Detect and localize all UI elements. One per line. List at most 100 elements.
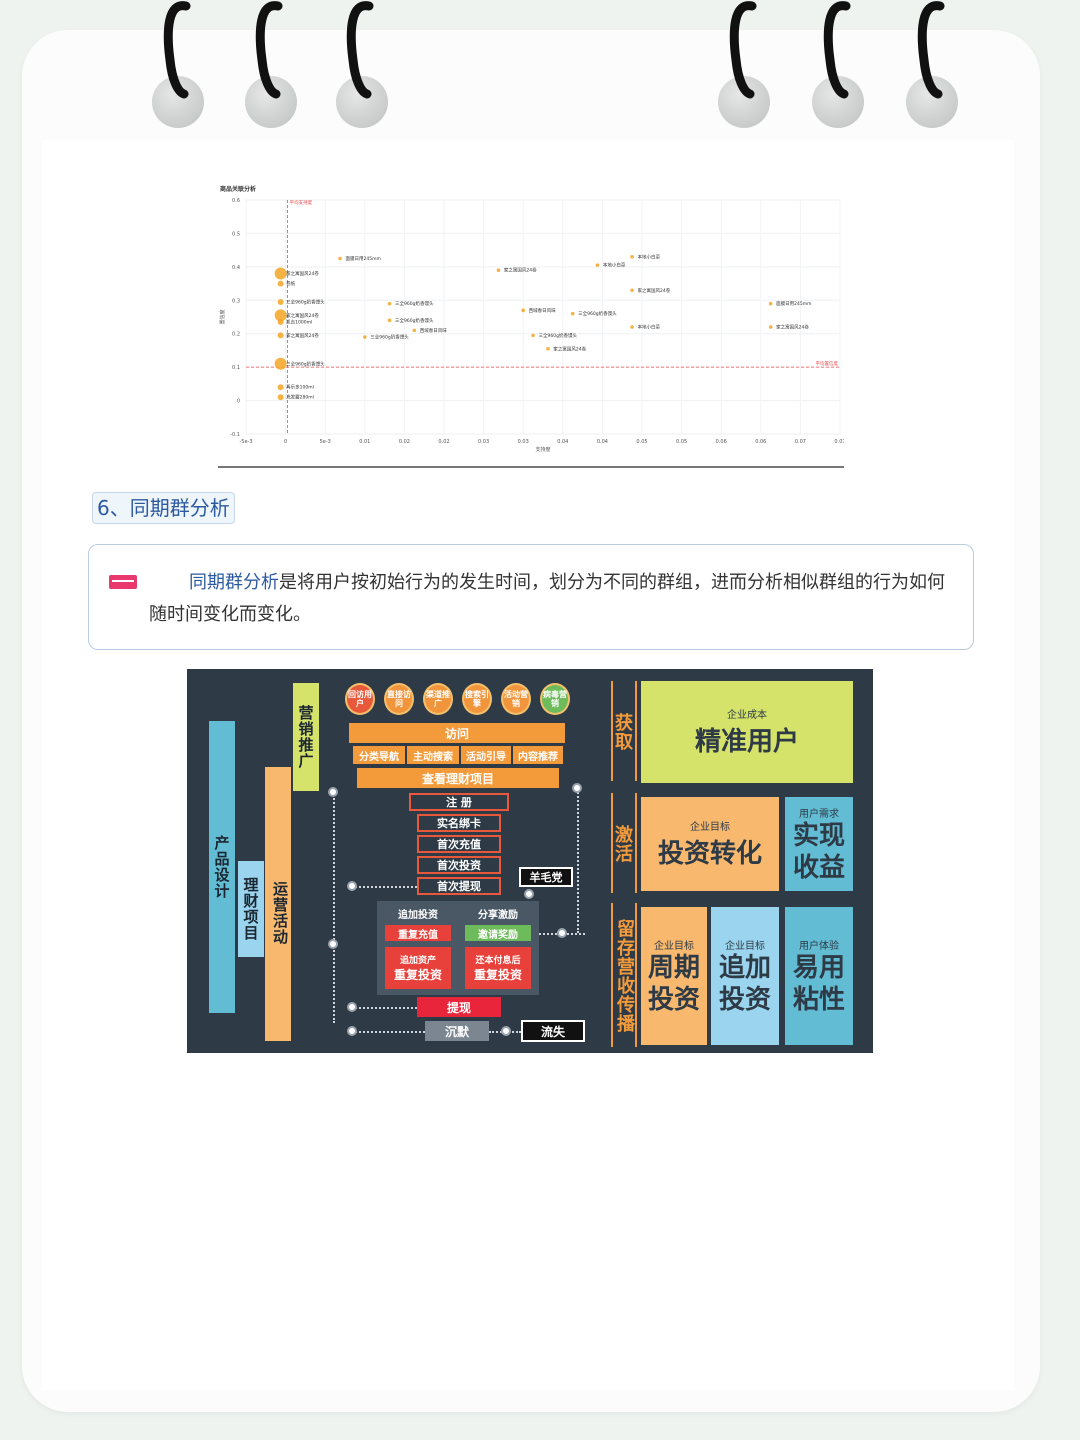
x-tick-label: 0.04 xyxy=(557,439,568,445)
x-tick-label: 0.06 xyxy=(755,439,766,445)
connector-node xyxy=(347,1026,357,1036)
data-label: 本地小白菜 xyxy=(603,262,626,269)
card-sticky: 用户体验 易用粘性 xyxy=(785,907,853,1045)
data-point xyxy=(496,268,501,272)
card-realize-sub: 用户需求 xyxy=(799,808,839,820)
data-point xyxy=(338,256,342,261)
data-label: 三全960g奶香馒头 xyxy=(286,298,325,305)
y-tick-label: 0.1 xyxy=(232,365,240,371)
x-tick-label: 0.07 xyxy=(795,439,806,445)
data-label: 凯吉1000ml xyxy=(286,319,312,326)
chart-bottom-rule xyxy=(218,466,844,468)
x-tick-label: 0.05 xyxy=(676,439,687,445)
data-label: 西域春日风味 xyxy=(420,327,447,334)
data-label: 三全960g奶香馒头 xyxy=(395,317,434,324)
user-lifecycle-diagram: 产品设计 理财项目 运营活动 营销推广 回访用户 直接访问 渠道推广 搜索引擎 … xyxy=(187,669,873,1053)
data-point xyxy=(277,384,284,391)
tag-icon xyxy=(109,575,137,589)
source-viral: 病毒营销 xyxy=(540,683,570,715)
avg-confidence-label: 平均置信度 xyxy=(816,360,839,367)
pillar-finance-project: 理财项目 xyxy=(238,861,264,957)
card-cycle-main: 周期投资 xyxy=(647,952,700,1015)
quote-box: 同期群分析是将用户按初始行为的发生时间，划分为不同的群组，进而分析相似群组的行为… xyxy=(88,544,974,650)
y-tick-label: 0.6 xyxy=(232,198,240,204)
x-tick-label: 0.06 xyxy=(716,439,727,445)
y-tick-label: 0.3 xyxy=(232,298,240,304)
x-tick-label: 0 xyxy=(284,439,287,445)
funnel-bind-card: 实名绑卡 xyxy=(417,814,501,832)
data-point xyxy=(387,318,392,323)
churn-box: 流失 xyxy=(521,1020,585,1042)
y-tick-label: 0 xyxy=(237,399,240,405)
connector-node xyxy=(328,939,338,949)
data-point xyxy=(570,311,575,316)
card-sticky-sub: 用户体验 xyxy=(799,940,839,952)
pillar-product-design: 产品设计 xyxy=(209,721,235,1013)
data-point xyxy=(768,301,773,306)
data-label: 家之寓国风24卷 xyxy=(553,345,586,352)
data-point xyxy=(277,394,284,401)
data-point xyxy=(412,328,417,333)
source-activity: 活动营销 xyxy=(501,683,531,715)
card-acquire-sub: 企业成本 xyxy=(727,710,767,721)
chart-title: 商品关联分析 xyxy=(220,185,256,193)
connector-node xyxy=(347,881,357,891)
binder-ring-icon xyxy=(163,1,191,99)
y-tick-label: 0.2 xyxy=(232,332,240,338)
x-tick-label: 0.05 xyxy=(636,439,647,445)
source-channel: 渠道推广 xyxy=(423,683,453,715)
visit-bar: 访问 xyxy=(349,723,565,743)
x-tick-label: 0.01 xyxy=(359,439,370,445)
data-point xyxy=(595,263,600,267)
funnel-first-recharge: 首次充值 xyxy=(417,835,501,853)
repeat-recharge: 重复充值 xyxy=(385,925,451,941)
data-point xyxy=(277,298,284,305)
y-tick-label: 0.4 xyxy=(232,265,240,271)
share-label: 分享激励 xyxy=(478,909,518,921)
data-point xyxy=(277,332,284,339)
y-axis-label: 置信度 xyxy=(219,309,226,324)
source-revisit: 回访用户 xyxy=(345,683,375,715)
card-acquire: 企业成本 精准用户 xyxy=(641,681,853,783)
connector-line xyxy=(577,789,579,933)
source-search: 搜索引擎 xyxy=(462,683,492,715)
data-label: 家之寓国风24卷 xyxy=(504,267,537,274)
x-tick-label: -5e-3 xyxy=(239,439,252,445)
pillar-marketing: 营销推广 xyxy=(293,683,319,791)
data-label: 本地小白菜 xyxy=(638,324,661,331)
data-point xyxy=(768,325,773,329)
invite-reward: 邀请奖励 xyxy=(465,925,531,941)
pillar-operation: 运营活动 xyxy=(265,767,291,1041)
data-point xyxy=(274,357,287,370)
data-label: 面膜日用245mm xyxy=(346,255,381,262)
funnel-register: 注 册 xyxy=(409,793,509,811)
add-invest-label: 追加投资 xyxy=(398,909,438,921)
data-point xyxy=(277,319,284,326)
data-point xyxy=(274,267,287,280)
connector-node xyxy=(347,1002,357,1012)
connector-line xyxy=(333,791,335,1023)
plot-area xyxy=(245,199,841,435)
data-label: 西域春日风味 xyxy=(529,307,556,314)
data-label: 家之寓国风24卷 xyxy=(638,287,671,294)
section-title: 6、同期群分析 xyxy=(92,492,235,524)
card-add-main: 追加投资 xyxy=(718,952,771,1015)
binder-ring-icon xyxy=(346,1,374,99)
data-point xyxy=(363,335,367,339)
stage-acquire: 获取 xyxy=(611,681,637,781)
x-tick-label: 0.03 xyxy=(478,439,489,445)
data-label: 再乐多100ml xyxy=(286,384,314,391)
repay-box: 还本付息后 重复投资 xyxy=(465,947,531,989)
data-point xyxy=(274,309,287,322)
data-label: 三全960g奶香馒头 xyxy=(395,300,434,307)
card-acquire-main: 精准用户 xyxy=(694,727,799,757)
subnav-category: 分类导航 xyxy=(353,746,405,764)
data-point xyxy=(521,308,525,313)
card-activate-sub: 企业目标 xyxy=(690,822,730,833)
y-tick-label: -0.1 xyxy=(230,432,240,438)
data-label: 三全960g奶香馒头 xyxy=(578,310,617,317)
subnav-activity: 活动引导 xyxy=(461,746,511,764)
data-label: 卷纸 xyxy=(286,280,295,287)
data-point xyxy=(277,280,284,287)
